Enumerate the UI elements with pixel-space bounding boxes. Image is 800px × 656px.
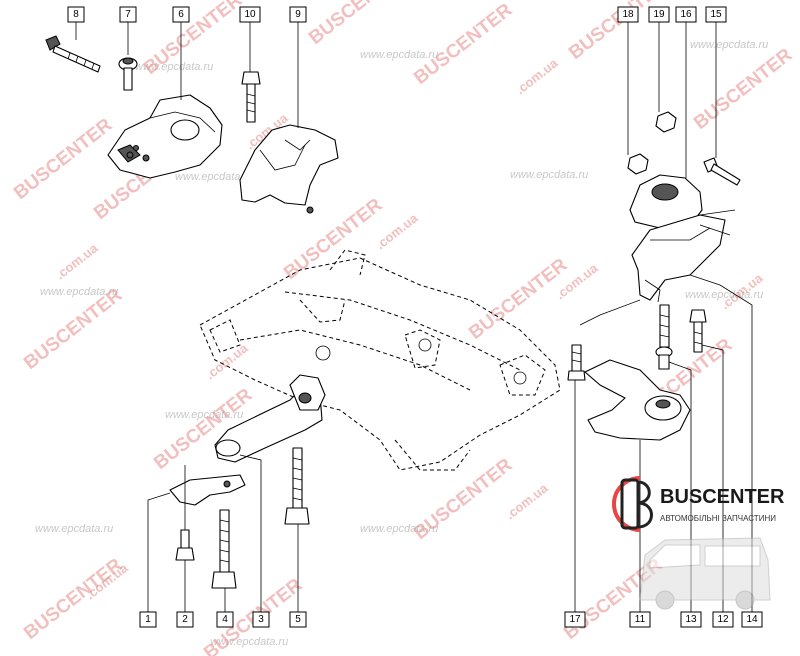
watermark-brand: BUSCENTER (305, 0, 411, 49)
bolt-part-12 (689, 309, 707, 353)
svg-text:19: 19 (653, 9, 665, 20)
svg-text:8: 8 (73, 9, 79, 20)
callout-10: 10 (239, 6, 261, 23)
watermark-domain: .com.ua (513, 55, 562, 98)
callout-4: 4 (216, 611, 234, 628)
bolt-part-4 (211, 509, 237, 589)
svg-text:10: 10 (244, 9, 256, 20)
watermark-domain: .com.ua (373, 210, 422, 253)
svg-text:17: 17 (569, 614, 581, 625)
bracket-part-1 (169, 474, 246, 506)
svg-text:12: 12 (717, 614, 729, 625)
logo-tagline: АВТОМОБІЛЬНІ ЗАПЧАСТИНИ (660, 514, 776, 523)
callout-14: 14 (741, 611, 763, 628)
callout-12: 12 (712, 611, 734, 628)
watermark-epcdata: www.epcdata.ru (210, 636, 288, 648)
logo-emblem (612, 476, 653, 532)
svg-text:5: 5 (295, 614, 301, 625)
engine-mount-part-6 (107, 94, 223, 179)
bolt-part-5 (284, 447, 310, 525)
torque-rod-part-3 (214, 374, 326, 463)
watermark-epcdata: www.epcdata.ru (360, 49, 438, 61)
watermark-domain: .com.ua (503, 480, 552, 523)
logo-name: BUSCENTER (660, 486, 785, 508)
stud-part-13 (655, 304, 673, 370)
watermark-domain: .com.ua (53, 240, 102, 283)
callout-17: 17 (564, 611, 586, 628)
bolt-part-15 (703, 157, 741, 186)
watermark-brand: BUSCENTER (10, 114, 116, 204)
nut-part-18 (627, 153, 649, 175)
bolt-part-8 (45, 35, 101, 73)
van-illustration (639, 537, 771, 610)
callout-3: 3 (252, 611, 270, 628)
bracket-part-14 (631, 209, 736, 303)
buscenter-logo: BUSCENTER АВТОМОБІЛЬНІ ЗАПЧАСТИНИ (612, 476, 785, 610)
bracket-part-9 (239, 124, 339, 214)
bolt-part-10 (241, 71, 261, 123)
svg-text:14: 14 (746, 614, 758, 625)
leader-lines (75, 22, 753, 612)
watermark-brand: BUSCENTER (690, 44, 796, 134)
callout-15: 15 (705, 6, 727, 23)
engine-mount-part-16 (629, 174, 703, 229)
bolt-part-7 (118, 57, 138, 91)
bolt-part-17 (567, 344, 586, 381)
watermark-brand: BUSCENTER (410, 0, 516, 89)
bracket-part-11 (584, 359, 691, 441)
svg-text:6: 6 (178, 9, 184, 20)
watermark-epcdata: www.epcdata.ru (135, 61, 213, 73)
callout-8: 8 (67, 6, 85, 23)
watermark-epcdata: www.epcdata.ru (360, 523, 438, 535)
nut-part-19 (655, 111, 677, 133)
svg-text:13: 13 (685, 614, 697, 625)
callout-7: 7 (119, 6, 137, 23)
callout-13: 13 (680, 611, 702, 628)
callout-18: 18 (617, 6, 639, 23)
watermark-epcdata: www.epcdata.ru (40, 286, 118, 298)
callout-19: 19 (648, 6, 670, 23)
callouts: 8 7 6 10 9 18 19 16 15 1 2 4 3 5 17 11 1… (67, 6, 763, 628)
svg-text:7: 7 (125, 9, 131, 20)
svg-text:11: 11 (635, 614, 646, 625)
watermark-epcdata: www.epcdata.ru (165, 409, 243, 421)
callout-9: 9 (289, 6, 307, 23)
callout-1: 1 (139, 611, 157, 628)
watermark-domain: .com.ua (203, 340, 252, 383)
svg-text:3: 3 (258, 614, 264, 625)
svg-text:18: 18 (622, 9, 634, 20)
watermark-brand: BUSCENTER (280, 194, 386, 284)
svg-text:16: 16 (680, 9, 692, 20)
svg-text:4: 4 (222, 614, 228, 625)
svg-text:1: 1 (145, 614, 151, 625)
watermark-epcdata: www.epcdata.ru (510, 169, 588, 181)
callout-2: 2 (176, 611, 194, 628)
watermark-epcdata: www.epcdata.ru (35, 523, 113, 535)
callout-16: 16 (675, 6, 697, 23)
watermark-brand: BUSCENTER (410, 454, 516, 544)
callout-5: 5 (289, 611, 307, 628)
watermark-epcdata: www.epcdata.ru (175, 171, 253, 183)
watermark-brand: BUSCENTER (465, 254, 571, 344)
subframe-crossmember (199, 249, 561, 471)
svg-text:2: 2 (182, 614, 188, 625)
svg-text:9: 9 (295, 9, 301, 20)
callout-11: 11 (629, 611, 651, 628)
bolt-part-2 (175, 465, 195, 561)
watermark-epcdata: www.epcdata.ru (690, 39, 768, 51)
callout-6: 6 (172, 6, 190, 23)
svg-text:15: 15 (710, 9, 722, 20)
watermark-epcdata: www.epcdata.ru (685, 289, 763, 301)
